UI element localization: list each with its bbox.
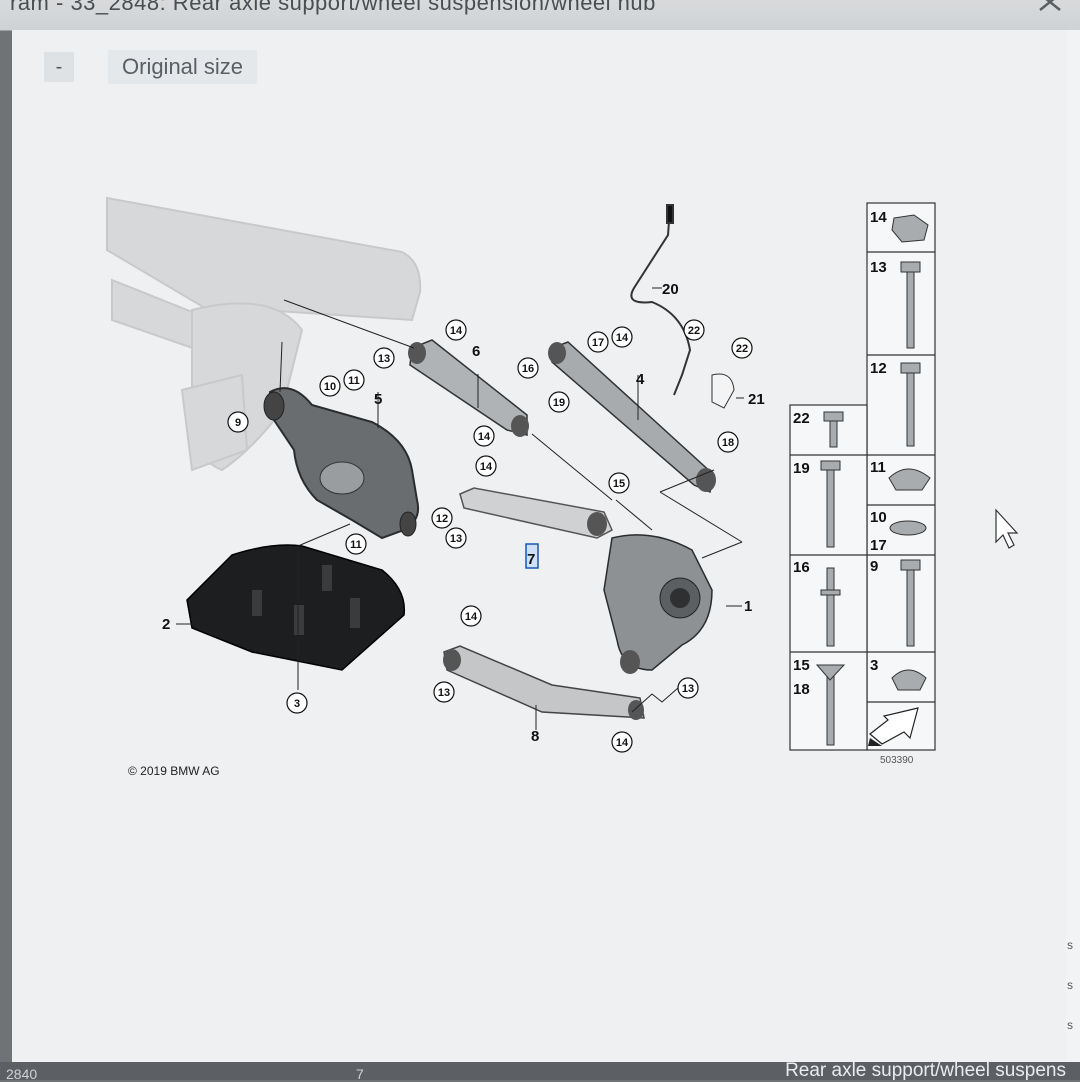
svg-text:18: 18 <box>793 681 810 698</box>
svg-text:11: 11 <box>870 459 886 476</box>
part-label-8: 8 <box>531 728 539 745</box>
svg-text:13: 13 <box>450 533 462 545</box>
svg-text:14: 14 <box>478 431 491 443</box>
rear-axle-subframe-ghost <box>106 196 422 472</box>
svg-text:17: 17 <box>592 337 604 349</box>
svg-text:13: 13 <box>870 259 887 276</box>
hardware-legend-table: 14 13 12 11 10 17 9 3 22 19 16 15 18 503… <box>789 202 936 766</box>
status-diagram-title[interactable]: Rear axle support/wheel suspens <box>785 1060 1066 1081</box>
svg-text:22: 22 <box>793 410 810 427</box>
svg-text:14: 14 <box>616 737 629 749</box>
close-icon[interactable] <box>1034 0 1068 24</box>
window-title-bar: ram - 33_2848: Rear axle support/wheel s… <box>0 0 1080 31</box>
adjacent-panel-edge: s s s <box>1066 30 1080 1062</box>
window-title: ram - 33_2848: Rear axle support/wheel s… <box>10 0 656 15</box>
diagram-reference-number: 503390 <box>880 755 914 766</box>
callout-numbers: 14 13 17 14 16 22 22 19 14 10 11 9 14 15… <box>235 325 748 749</box>
part-label-5: 5 <box>374 391 382 408</box>
callout-circles <box>227 319 753 753</box>
svg-text:13: 13 <box>682 683 694 695</box>
svg-text:19: 19 <box>553 397 565 409</box>
exploded-parts-diagram: 14 13 17 14 16 22 22 19 14 10 11 9 14 15… <box>106 196 1019 778</box>
part-4-tie-rod[interactable] <box>548 341 716 494</box>
svg-text:14: 14 <box>450 325 463 337</box>
part-7-camber-link[interactable] <box>459 487 613 539</box>
svg-text:16: 16 <box>522 363 534 375</box>
part-label-21: 21 <box>748 391 765 408</box>
part-5-control-arm[interactable] <box>263 387 420 540</box>
svg-text:10: 10 <box>324 381 336 393</box>
svg-text:13: 13 <box>438 687 450 699</box>
part-1-wheel-carrier[interactable] <box>603 534 713 674</box>
diagram-viewer: 14 13 17 14 16 22 22 19 14 10 11 9 14 15… <box>12 30 1066 1062</box>
svg-text:3: 3 <box>294 698 300 710</box>
part-21-retaining-clip[interactable] <box>711 373 735 409</box>
part-8-lower-control-arm[interactable] <box>443 645 645 720</box>
svg-text:15: 15 <box>793 657 810 674</box>
mouse-pointer-icon <box>995 508 1019 549</box>
svg-text:14: 14 <box>465 611 478 623</box>
svg-text:18: 18 <box>722 437 734 449</box>
svg-text:14: 14 <box>480 461 493 473</box>
svg-text:12: 12 <box>870 360 887 377</box>
part-2-underbody-shield[interactable] <box>186 544 406 671</box>
svg-text:12: 12 <box>436 513 448 525</box>
part-number-labels: 1 2 4 5 6 7 8 20 21 <box>162 281 765 745</box>
svg-text:3: 3 <box>870 657 878 674</box>
svg-text:15: 15 <box>613 478 625 490</box>
svg-text:22: 22 <box>688 325 700 337</box>
svg-text:14: 14 <box>616 332 629 344</box>
leader-lines <box>176 287 744 730</box>
svg-text:22: 22 <box>736 343 748 355</box>
svg-text:9: 9 <box>235 417 241 429</box>
original-size-button[interactable]: Original size <box>108 50 258 84</box>
svg-text:17: 17 <box>870 537 887 554</box>
svg-text:19: 19 <box>793 460 810 477</box>
part-20-wheel-speed-sensor[interactable] <box>630 204 692 396</box>
part-label-20: 20 <box>662 281 679 298</box>
part-label-7: 7 <box>527 551 535 568</box>
svg-text:14: 14 <box>870 209 887 226</box>
part-6-upper-link[interactable] <box>408 339 529 437</box>
part-label-2: 2 <box>162 616 170 633</box>
svg-text:11: 11 <box>350 539 362 551</box>
part-label-4: 4 <box>636 371 645 388</box>
copyright-notice: © 2019 BMW AG <box>128 764 220 778</box>
svg-text:16: 16 <box>793 559 810 576</box>
svg-text:10: 10 <box>870 509 887 526</box>
svg-text:13: 13 <box>378 353 390 365</box>
svg-text:11: 11 <box>348 375 360 387</box>
part-label-6: 6 <box>472 343 480 360</box>
part-label-1: 1 <box>744 598 752 615</box>
status-middle: 7 <box>356 1066 364 1082</box>
zoom-out-button[interactable]: - <box>44 52 74 82</box>
status-bar: 2840 7 Rear axle support/wheel suspens <box>0 1060 1080 1082</box>
status-left: 2840 <box>6 1066 38 1082</box>
svg-text:9: 9 <box>870 558 878 575</box>
selected-part-highlight[interactable] <box>525 543 539 569</box>
